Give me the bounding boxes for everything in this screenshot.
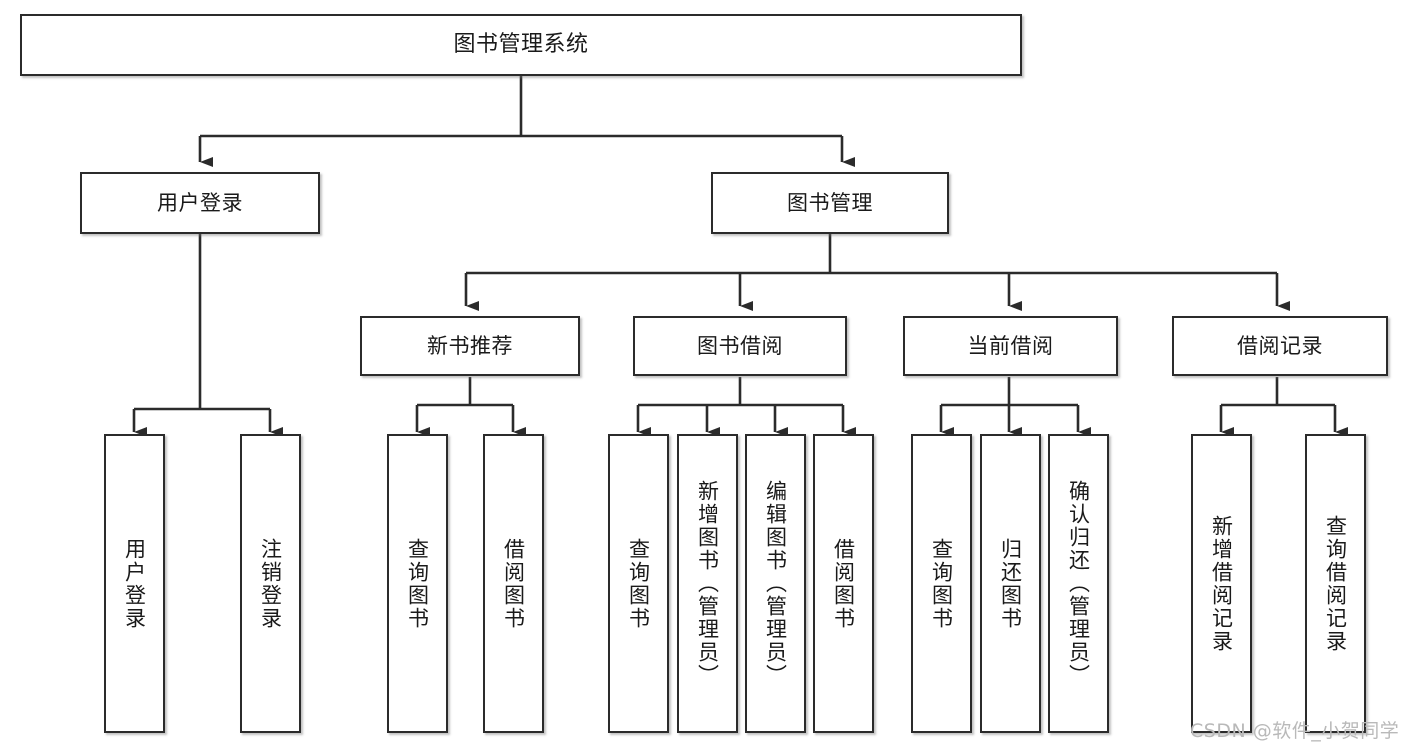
node-borrow-record[interactable]: 借阅记录 [1172, 316, 1388, 376]
leaf-current-confirm-return-label: 确认归还（管理员） [1066, 480, 1091, 687]
leaf-current-return-book[interactable]: 归还图书 [980, 434, 1041, 733]
leaf-record-add[interactable]: 新增借阅记录 [1191, 434, 1252, 733]
node-book-management-label: 图书管理 [787, 190, 873, 215]
watermark: CSDN @软件_小贺同学 [1190, 720, 1400, 742]
leaf-current-query-book[interactable]: 查询图书 [911, 434, 972, 733]
node-book-management[interactable]: 图书管理 [711, 172, 949, 234]
node-book-borrow-label: 图书借阅 [697, 333, 783, 358]
leaf-borrow-edit-book[interactable]: 编辑图书（管理员） [745, 434, 806, 733]
node-borrow-record-label: 借阅记录 [1237, 333, 1323, 358]
leaf-user-login-login[interactable]: 用户登录 [104, 434, 165, 733]
node-user-login[interactable]: 用户登录 [80, 172, 320, 234]
leaf-borrow-edit-book-label: 编辑图书（管理员） [763, 480, 788, 687]
node-new-book-recommend[interactable]: 新书推荐 [360, 316, 580, 376]
leaf-user-login-login-label: 用户登录 [122, 537, 147, 630]
leaf-record-query[interactable]: 查询借阅记录 [1305, 434, 1366, 733]
leaf-borrow-add-book-label: 新增图书（管理员） [695, 480, 720, 687]
leaf-record-query-label: 查询借阅记录 [1323, 514, 1348, 653]
leaf-borrow-borrow-book[interactable]: 借阅图书 [813, 434, 874, 733]
node-current-borrow[interactable]: 当前借阅 [903, 316, 1118, 376]
leaf-borrow-query-book[interactable]: 查询图书 [608, 434, 669, 733]
node-book-borrow[interactable]: 图书借阅 [633, 316, 847, 376]
leaf-new-book-borrow-label: 借阅图书 [501, 537, 526, 630]
node-root[interactable]: 图书管理系统 [20, 14, 1022, 76]
leaf-new-book-query-label: 查询图书 [405, 537, 430, 630]
node-user-login-label: 用户登录 [157, 190, 243, 215]
leaf-new-book-query[interactable]: 查询图书 [387, 434, 448, 733]
leaf-current-confirm-return[interactable]: 确认归还（管理员） [1048, 434, 1109, 733]
leaf-user-login-logout-label: 注销登录 [258, 537, 283, 630]
leaf-current-return-book-label: 归还图书 [998, 537, 1023, 630]
node-current-borrow-label: 当前借阅 [967, 333, 1054, 358]
node-new-book-recommend-label: 新书推荐 [427, 333, 513, 358]
leaf-borrow-query-book-label: 查询图书 [626, 537, 651, 630]
leaf-record-add-label: 新增借阅记录 [1209, 514, 1234, 653]
leaf-user-login-logout[interactable]: 注销登录 [240, 434, 301, 733]
leaf-borrow-borrow-book-label: 借阅图书 [831, 537, 856, 630]
leaf-new-book-borrow[interactable]: 借阅图书 [483, 434, 544, 733]
leaf-borrow-add-book[interactable]: 新增图书（管理员） [677, 434, 738, 733]
node-root-label: 图书管理系统 [453, 32, 589, 58]
leaf-current-query-book-label: 查询图书 [929, 537, 954, 630]
